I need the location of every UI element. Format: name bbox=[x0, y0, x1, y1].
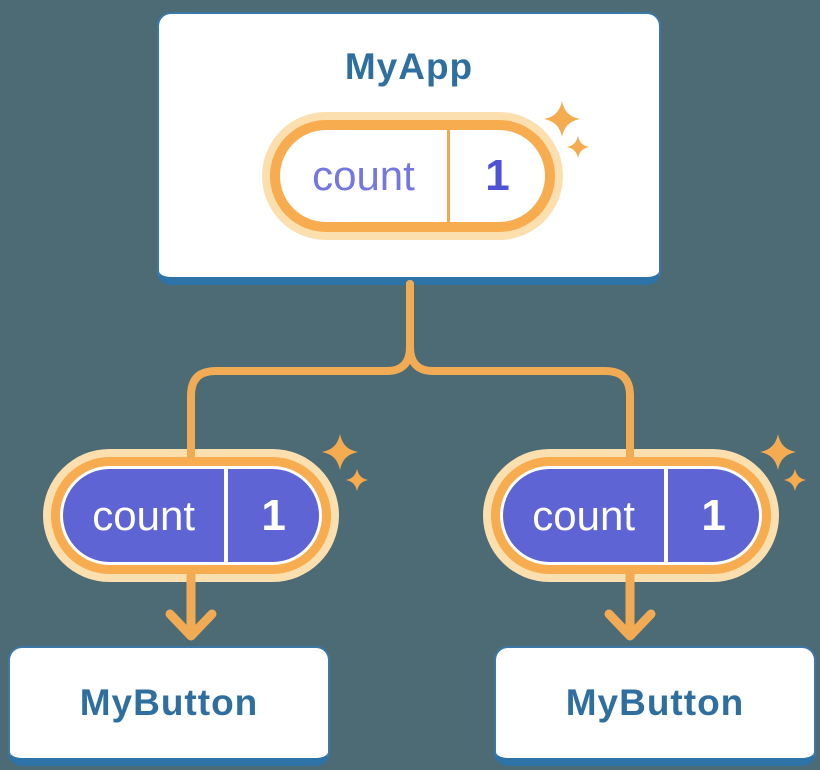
component-title: MyApp bbox=[344, 46, 474, 87]
sparkle-icon bbox=[345, 468, 369, 492]
arrow-left bbox=[165, 570, 217, 641]
state-value-cell: 1 bbox=[664, 469, 759, 562]
state-value: 1 bbox=[485, 151, 510, 200]
component-card-mybutton-right: MyButton bbox=[494, 646, 816, 766]
state-pill-ring: count 1 bbox=[51, 457, 331, 574]
state-name-cell: count bbox=[63, 469, 224, 562]
state-pill-body: count 1 bbox=[60, 466, 322, 565]
state-pill-body: count 1 bbox=[500, 466, 762, 565]
tree-connector-right bbox=[406, 280, 634, 460]
component-card-mybutton-left: MyButton bbox=[8, 646, 330, 766]
arrow-right bbox=[604, 570, 656, 641]
sparkle-icon bbox=[760, 434, 796, 470]
state-name: count bbox=[92, 491, 195, 539]
state-pill-right: count 1 bbox=[483, 449, 779, 582]
state-value: 1 bbox=[261, 490, 286, 540]
state-name: count bbox=[312, 152, 415, 199]
state-pill-root: count 1 bbox=[262, 112, 563, 240]
state-pill-left: count 1 bbox=[43, 449, 339, 582]
state-value-cell: 1 bbox=[224, 469, 319, 562]
component-title: MyButton bbox=[79, 682, 259, 723]
component-title: MyButton bbox=[565, 682, 745, 723]
sparkle-icon bbox=[783, 468, 807, 492]
sparkle-icon bbox=[322, 434, 358, 470]
state-pill-body: count 1 bbox=[280, 130, 545, 222]
state-pill-ring: count 1 bbox=[270, 120, 555, 232]
state-value-cell: 1 bbox=[446, 130, 545, 222]
state-value: 1 bbox=[701, 490, 726, 540]
tree-connector-left bbox=[187, 280, 414, 460]
state-name-cell: count bbox=[280, 130, 447, 222]
state-name: count bbox=[532, 491, 635, 539]
state-pill-ring: count 1 bbox=[491, 457, 771, 574]
state-name-cell: count bbox=[503, 469, 664, 562]
